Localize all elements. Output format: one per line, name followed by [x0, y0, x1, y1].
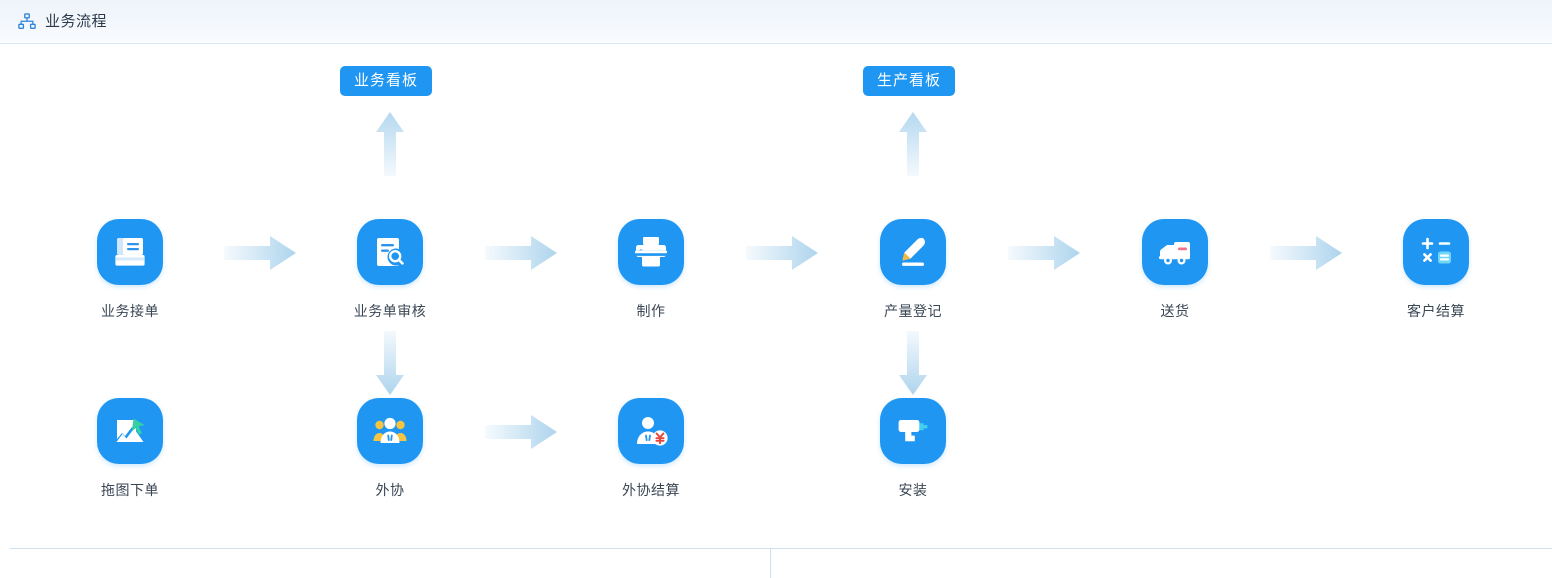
badge-business-board[interactable]: 业务看板: [340, 66, 433, 96]
page-title: 业务流程: [45, 13, 108, 30]
node-label: 外协: [375, 482, 405, 498]
node-label: 外协结算: [622, 482, 680, 498]
arrow-right-order-review-to-production: [483, 234, 559, 272]
document-search-icon: [357, 219, 423, 285]
node-business-order[interactable]: 业务接单: [70, 219, 190, 318]
document-inbox-icon: [97, 219, 163, 285]
node-label: 业务接单: [101, 303, 159, 319]
pencil-edit-icon: [880, 219, 946, 285]
node-installation[interactable]: 安装: [853, 398, 973, 497]
arrow-up-to-business-board: [374, 110, 406, 178]
printer-icon: [618, 219, 684, 285]
badge-production-board[interactable]: 生产看板: [863, 66, 956, 96]
bottom-divider-horizontal: [10, 548, 1552, 549]
node-customer-settlement[interactable]: 客户结算: [1376, 219, 1496, 318]
arrow-right-business-order-to-order-review: [222, 234, 298, 272]
image-cursor-icon: [97, 398, 163, 464]
node-label: 客户结算: [1407, 303, 1465, 319]
node-label: 拖图下单: [101, 482, 159, 498]
arrow-right-delivery-to-customer-settlement: [1268, 234, 1344, 272]
calculator-icon: [1403, 219, 1469, 285]
people-group-icon: [357, 398, 423, 464]
node-outsourcing[interactable]: 外协: [330, 398, 450, 497]
node-label: 安装: [898, 482, 928, 498]
node-delivery[interactable]: 送货: [1115, 219, 1235, 318]
sitemap-icon: [18, 12, 36, 31]
node-production[interactable]: 制作: [591, 219, 711, 318]
bottom-divider-vertical: [770, 549, 771, 578]
arrow-right-outsourcing-to-outsourcing-settlement: [483, 413, 559, 451]
truck-icon: [1142, 219, 1208, 285]
node-label: 送货: [1160, 303, 1190, 319]
flow-canvas: 业务看板 生产看板: [0, 44, 1552, 578]
node-label: 业务单审核: [353, 303, 427, 319]
node-order-review[interactable]: 业务单审核: [330, 219, 450, 318]
arrow-down-to-outsourcing: [374, 329, 406, 397]
node-outsourcing-settlement[interactable]: 外协结算: [591, 398, 711, 497]
person-currency-icon: [618, 398, 684, 464]
page-header: 业务流程: [0, 0, 1552, 44]
arrow-right-output-registration-to-delivery: [1006, 234, 1082, 272]
arrow-up-to-production-board: [897, 110, 929, 178]
arrow-right-production-to-output-registration: [744, 234, 820, 272]
node-drag-image-order[interactable]: 拖图下单: [70, 398, 190, 497]
drill-tool-icon: [880, 398, 946, 464]
node-output-registration[interactable]: 产量登记: [853, 219, 973, 318]
node-label: 制作: [636, 303, 666, 319]
node-label: 产量登记: [884, 303, 942, 319]
arrow-down-to-installation: [897, 329, 929, 397]
